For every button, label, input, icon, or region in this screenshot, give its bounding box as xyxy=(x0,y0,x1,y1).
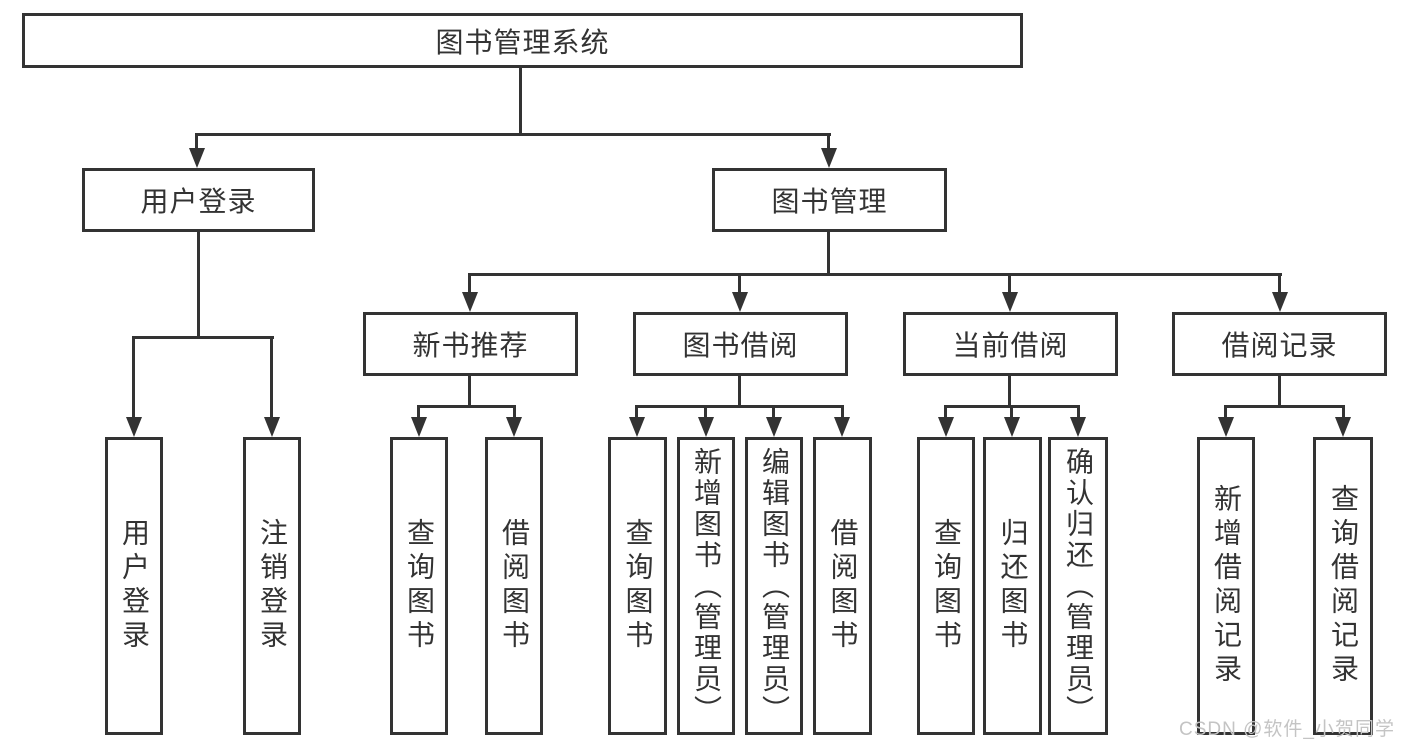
leaf-borrow-edit-admin-label: 编辑图书（管理员） xyxy=(759,446,790,726)
arrow-down-icon xyxy=(411,417,427,437)
leaf-borrow-query: 查询图书 xyxy=(608,437,667,735)
arrow-down-icon xyxy=(1272,292,1288,312)
leaf-records-add-label: 新增借阅记录 xyxy=(1211,484,1242,688)
connector-stem xyxy=(1008,376,1011,408)
connector-stem xyxy=(1010,405,1013,417)
leaf-borrow-query-label: 查询图书 xyxy=(622,518,654,654)
node-current-borrow: 当前借阅 xyxy=(903,312,1118,376)
arrow-down-icon xyxy=(189,148,205,168)
connector-stem xyxy=(513,405,516,417)
leaf-borrow-borrow-label: 借阅图书 xyxy=(827,518,859,654)
connector-stem xyxy=(270,336,273,417)
node-user-login: 用户登录 xyxy=(82,168,315,232)
leaf-newbook-query-label: 查询图书 xyxy=(404,518,435,654)
arrow-down-icon xyxy=(834,417,850,437)
arrow-down-icon xyxy=(1004,417,1020,437)
leaf-borrow-add-admin-label: 新增图书（管理员） xyxy=(691,446,722,726)
leaf-records-query-label: 查询借阅记录 xyxy=(1328,484,1359,688)
leaf-records-add: 新增借阅记录 xyxy=(1197,437,1255,735)
leaf-borrow-borrow: 借阅图书 xyxy=(813,437,872,735)
connector-stem xyxy=(772,405,775,417)
connector-stem xyxy=(1342,405,1345,417)
connector-stem xyxy=(1008,273,1011,292)
connector-stem xyxy=(417,405,420,417)
node-borrow-records-label: 借阅记录 xyxy=(1221,330,1338,361)
leaf-current-confirm-admin-label: 确认归还（管理员） xyxy=(1063,446,1094,726)
connector-stem xyxy=(827,133,830,150)
node-new-book-recommend: 新书推荐 xyxy=(363,312,578,376)
connector-bar xyxy=(417,405,516,408)
connector-level1-bar xyxy=(196,133,831,136)
leaf-logout: 注销登录 xyxy=(243,437,301,735)
leaf-logout-label: 注销登录 xyxy=(257,518,288,654)
leaf-current-query: 查询图书 xyxy=(917,437,975,735)
node-new-book-recommend-label: 新书推荐 xyxy=(412,330,529,361)
connector-stem xyxy=(1278,376,1281,408)
node-borrow-records: 借阅记录 xyxy=(1172,312,1387,376)
arrow-down-icon xyxy=(1218,417,1234,437)
arrow-down-icon xyxy=(821,148,837,168)
leaf-newbook-borrow: 借阅图书 xyxy=(485,437,543,735)
connector-stem xyxy=(738,273,741,292)
node-user-login-label: 用户登录 xyxy=(140,186,257,217)
connector-bar xyxy=(635,405,844,408)
leaf-records-query: 查询借阅记录 xyxy=(1313,437,1373,735)
connector-stem xyxy=(635,405,638,417)
node-root-system-label: 图书管理系统 xyxy=(435,26,610,58)
leaf-user-login-label: 用户登录 xyxy=(119,518,150,654)
node-book-management: 图书管理 xyxy=(712,168,947,232)
connector-stem xyxy=(195,133,198,150)
connector-stem xyxy=(704,405,707,417)
node-book-management-label: 图书管理 xyxy=(771,186,888,217)
arrow-down-icon xyxy=(264,417,280,437)
connector-stem xyxy=(132,336,135,417)
connector-user-bar xyxy=(132,336,274,339)
arrow-down-icon xyxy=(1002,292,1018,312)
connector-stem xyxy=(1077,405,1080,417)
arrow-down-icon xyxy=(938,417,954,437)
connector-root-stem xyxy=(519,68,522,133)
leaf-borrow-add-admin: 新增图书（管理员） xyxy=(677,437,735,735)
connector-stem xyxy=(1224,405,1227,417)
connector-stem xyxy=(738,376,741,408)
arrow-down-icon xyxy=(1070,417,1086,437)
connector-stem xyxy=(944,405,947,417)
arrow-down-icon xyxy=(506,417,522,437)
arrow-down-icon xyxy=(732,292,748,312)
leaf-borrow-edit-admin: 编辑图书（管理员） xyxy=(745,437,803,735)
connector-user-branch-stem xyxy=(197,232,200,336)
csdn-watermark: CSDN @软件_小贺同学 xyxy=(1179,719,1395,740)
connector-bar xyxy=(1224,405,1345,408)
connector-stem xyxy=(841,405,844,417)
arrow-down-icon xyxy=(766,417,782,437)
leaf-current-return: 归还图书 xyxy=(983,437,1042,735)
connector-mgmt-branch-stem xyxy=(827,232,830,276)
leaf-current-return-label: 归还图书 xyxy=(997,518,1029,654)
leaf-current-confirm-admin: 确认归还（管理员） xyxy=(1048,437,1108,735)
connector-stem xyxy=(1278,273,1281,292)
connector-level2-bar xyxy=(468,273,1282,276)
arrow-down-icon xyxy=(629,417,645,437)
connector-stem xyxy=(468,376,471,408)
leaf-newbook-query: 查询图书 xyxy=(390,437,448,735)
leaf-newbook-borrow-label: 借阅图书 xyxy=(499,518,530,654)
leaf-current-query-label: 查询图书 xyxy=(931,518,962,654)
arrow-down-icon xyxy=(462,292,478,312)
node-book-borrow: 图书借阅 xyxy=(633,312,848,376)
arrow-down-icon xyxy=(698,417,714,437)
node-root-system: 图书管理系统 xyxy=(22,13,1023,68)
connector-stem xyxy=(468,273,471,292)
node-current-borrow-label: 当前借阅 xyxy=(952,330,1069,361)
leaf-user-login: 用户登录 xyxy=(105,437,163,735)
arrow-down-icon xyxy=(126,417,142,437)
arrow-down-icon xyxy=(1335,417,1351,437)
node-book-borrow-label: 图书借阅 xyxy=(682,330,799,361)
